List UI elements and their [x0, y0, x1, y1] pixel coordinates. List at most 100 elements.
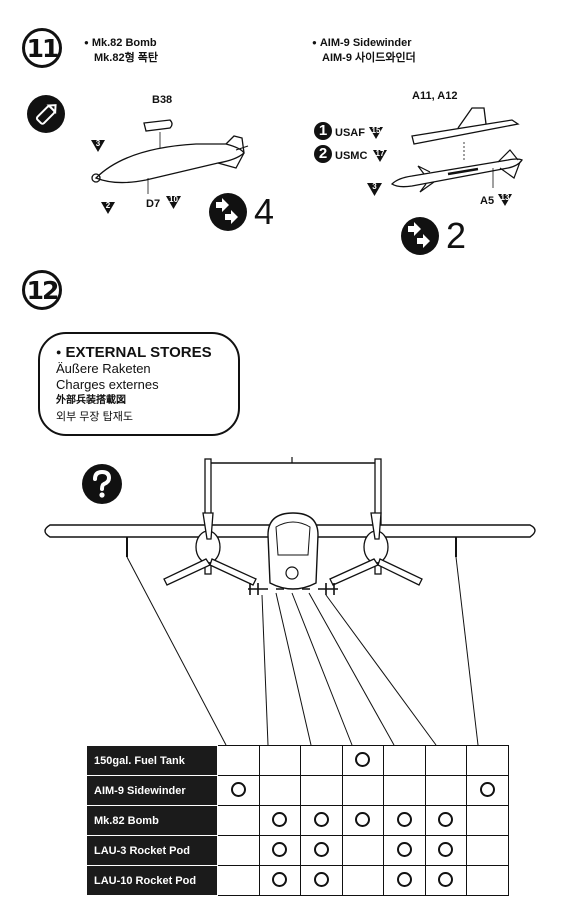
sidewinder-drawing	[390, 107, 523, 193]
bomb-marker-a-triangle	[91, 140, 105, 152]
fit-mark-circle	[272, 841, 288, 857]
sidewinder-marker-triangle	[367, 183, 382, 196]
station-cell	[300, 745, 343, 776]
store-label: AIM-9 Sidewinder	[86, 775, 218, 806]
store-label: Mk.82 Bomb	[86, 805, 218, 836]
station-cell	[300, 775, 343, 806]
station-cell	[383, 775, 426, 806]
bomb-marker-a: 3	[95, 139, 101, 148]
bomb-marker-b-triangle	[101, 202, 115, 214]
fit-mark-circle	[355, 751, 371, 767]
sidewinder-name-en: AIM-9 Sidewinder	[312, 35, 412, 51]
fit-mark-circle	[479, 781, 495, 797]
question-icon	[82, 464, 122, 504]
station-cell	[383, 865, 426, 896]
station-cell	[424, 775, 467, 806]
station-cell	[217, 805, 260, 836]
table-row: LAU-10 Rocket Pod	[86, 865, 509, 896]
station-cell	[341, 835, 384, 866]
station-cell	[300, 835, 343, 866]
station-cell	[466, 745, 509, 776]
bomb-marker-b: 2	[105, 201, 111, 210]
fit-mark-circle	[313, 871, 329, 887]
option-2-badge: 2	[314, 145, 332, 163]
station-cell	[217, 775, 260, 806]
bomb-quantity: 4	[254, 191, 275, 232]
repeat-arrows-icon-2	[401, 217, 439, 255]
fit-mark-circle	[438, 811, 454, 827]
table-row: Mk.82 Bomb	[86, 805, 509, 836]
station-cell	[300, 805, 343, 836]
step-11-number: 11	[22, 28, 62, 68]
sidewinder-part-missile: A5	[480, 195, 495, 207]
station-cell	[217, 865, 260, 896]
knife-icon	[27, 95, 65, 133]
callout-french: Charges externes	[56, 377, 159, 392]
store-label: LAU-10 Rocket Pod	[86, 865, 218, 896]
fit-mark-circle	[396, 841, 412, 857]
sidewinder-name-kr: AIM-9 사이드와인더	[322, 52, 416, 64]
bomb-name-en: Mk.82 Bomb	[84, 35, 157, 51]
store-label: 150gal. Fuel Tank	[86, 745, 218, 776]
fit-mark-circle	[313, 841, 329, 857]
station-cell	[383, 805, 426, 836]
station-cell	[341, 745, 384, 776]
fit-mark-circle	[438, 841, 454, 857]
option-2-label: USMC	[335, 150, 368, 162]
fit-mark-circle	[272, 811, 288, 827]
option-2-decal: 17	[375, 149, 385, 158]
option-2-decal-triangle	[373, 150, 387, 162]
bomb-part-bottom: D7	[146, 198, 161, 210]
station-cell	[466, 805, 509, 836]
fit-mark-circle	[272, 871, 288, 887]
fit-mark-circle	[396, 811, 412, 827]
station-cell	[258, 835, 301, 866]
option-1-badge: 1	[314, 122, 332, 140]
bomb-decal-triangle	[166, 196, 181, 209]
bomb-decal-number: 10	[169, 195, 178, 204]
step-12-number: 12	[22, 270, 62, 310]
station-cell	[341, 775, 384, 806]
fit-mark-circle	[396, 871, 412, 887]
bomb-drawing	[91, 119, 249, 194]
station-cell	[424, 805, 467, 836]
station-cell	[258, 745, 301, 776]
station-cell	[258, 805, 301, 836]
bomb-part-top: B38	[152, 94, 173, 106]
station-cell	[258, 775, 301, 806]
fit-mark-circle	[230, 781, 246, 797]
station-cell	[300, 865, 343, 896]
station-cell	[258, 865, 301, 896]
callout-german: Äußere Raketen	[56, 361, 151, 376]
option-1-label: USAF	[335, 127, 365, 139]
fit-mark-circle	[313, 811, 329, 827]
external-stores-callout: EXTERNAL STORES Äußere Raketen Charges e…	[38, 332, 240, 436]
station-cell	[341, 865, 384, 896]
station-cell	[466, 775, 509, 806]
fit-mark-circle	[438, 871, 454, 887]
station-cell	[383, 745, 426, 776]
sidewinder-quantity: 2	[446, 215, 467, 256]
table-row: 150gal. Fuel Tank	[86, 745, 509, 776]
station-cell	[217, 835, 260, 866]
sidewinder-decal-triangle	[498, 194, 512, 206]
callout-title: EXTERNAL STORES	[56, 344, 238, 361]
station-cell	[383, 835, 426, 866]
station-cell	[424, 865, 467, 896]
callout-korean: 외부 무장 탑재도	[56, 411, 133, 423]
option-1-decal-triangle	[369, 127, 383, 139]
table-row: AIM-9 Sidewinder	[86, 775, 509, 806]
option-1-decal: 15	[371, 126, 381, 135]
station-cell	[217, 745, 260, 776]
table-row: LAU-3 Rocket Pod	[86, 835, 509, 866]
callout-japanese: 外部兵装搭載図	[56, 395, 126, 406]
station-cell	[341, 805, 384, 836]
bomb-name-kr: Mk.82형 폭탄	[94, 52, 158, 64]
sidewinder-decal-number: 13	[500, 193, 510, 202]
station-cell	[424, 835, 467, 866]
fit-mark-circle	[355, 811, 371, 827]
repeat-arrows-icon	[209, 193, 247, 231]
sidewinder-marker: 3	[372, 182, 377, 191]
store-label: LAU-3 Rocket Pod	[86, 835, 218, 866]
